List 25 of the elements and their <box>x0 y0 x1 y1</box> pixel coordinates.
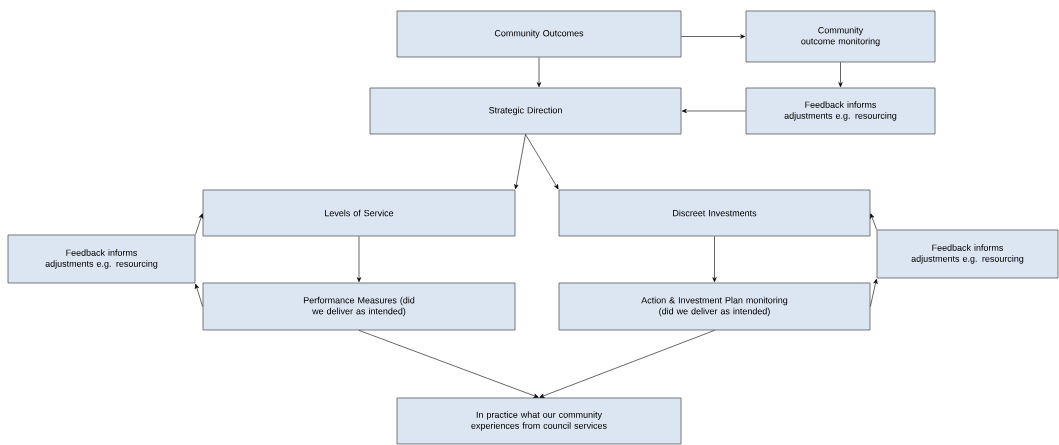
process-box: Community outcome monitoring <box>745 10 936 63</box>
arrow <box>870 213 877 230</box>
arrow <box>870 278 878 307</box>
arrow <box>681 108 746 114</box>
arrow <box>514 134 526 190</box>
arrow <box>194 283 203 307</box>
arrow <box>536 57 542 88</box>
process-box: Feedback informs adjustments e.g. resourcing <box>876 229 1059 279</box>
arrow <box>525 134 559 190</box>
process-box: Levels of Service <box>202 189 516 237</box>
process-box: Action & Investment Plan monitoring (did we deliver as intended) <box>558 282 871 331</box>
arrow <box>356 236 362 283</box>
process-box: In practice what our community experiences from council services <box>396 397 682 445</box>
process-box: Feedback informs adjustments e.g. resourcing <box>745 87 936 135</box>
arrow <box>195 213 203 235</box>
arrow <box>712 236 717 283</box>
process-box: Feedback informs adjustments e.g. resourcing <box>7 234 196 284</box>
arrow <box>539 330 715 398</box>
arrow <box>358 330 539 398</box>
arrow <box>838 62 843 88</box>
process-box: Performance Measures (did we deliver as intended) <box>202 282 516 331</box>
process-box: Discreet Investments <box>558 189 871 237</box>
process-box: Community Outcomes <box>396 10 682 58</box>
arrow <box>681 34 746 39</box>
process-box: Strategic Direction <box>369 87 682 135</box>
